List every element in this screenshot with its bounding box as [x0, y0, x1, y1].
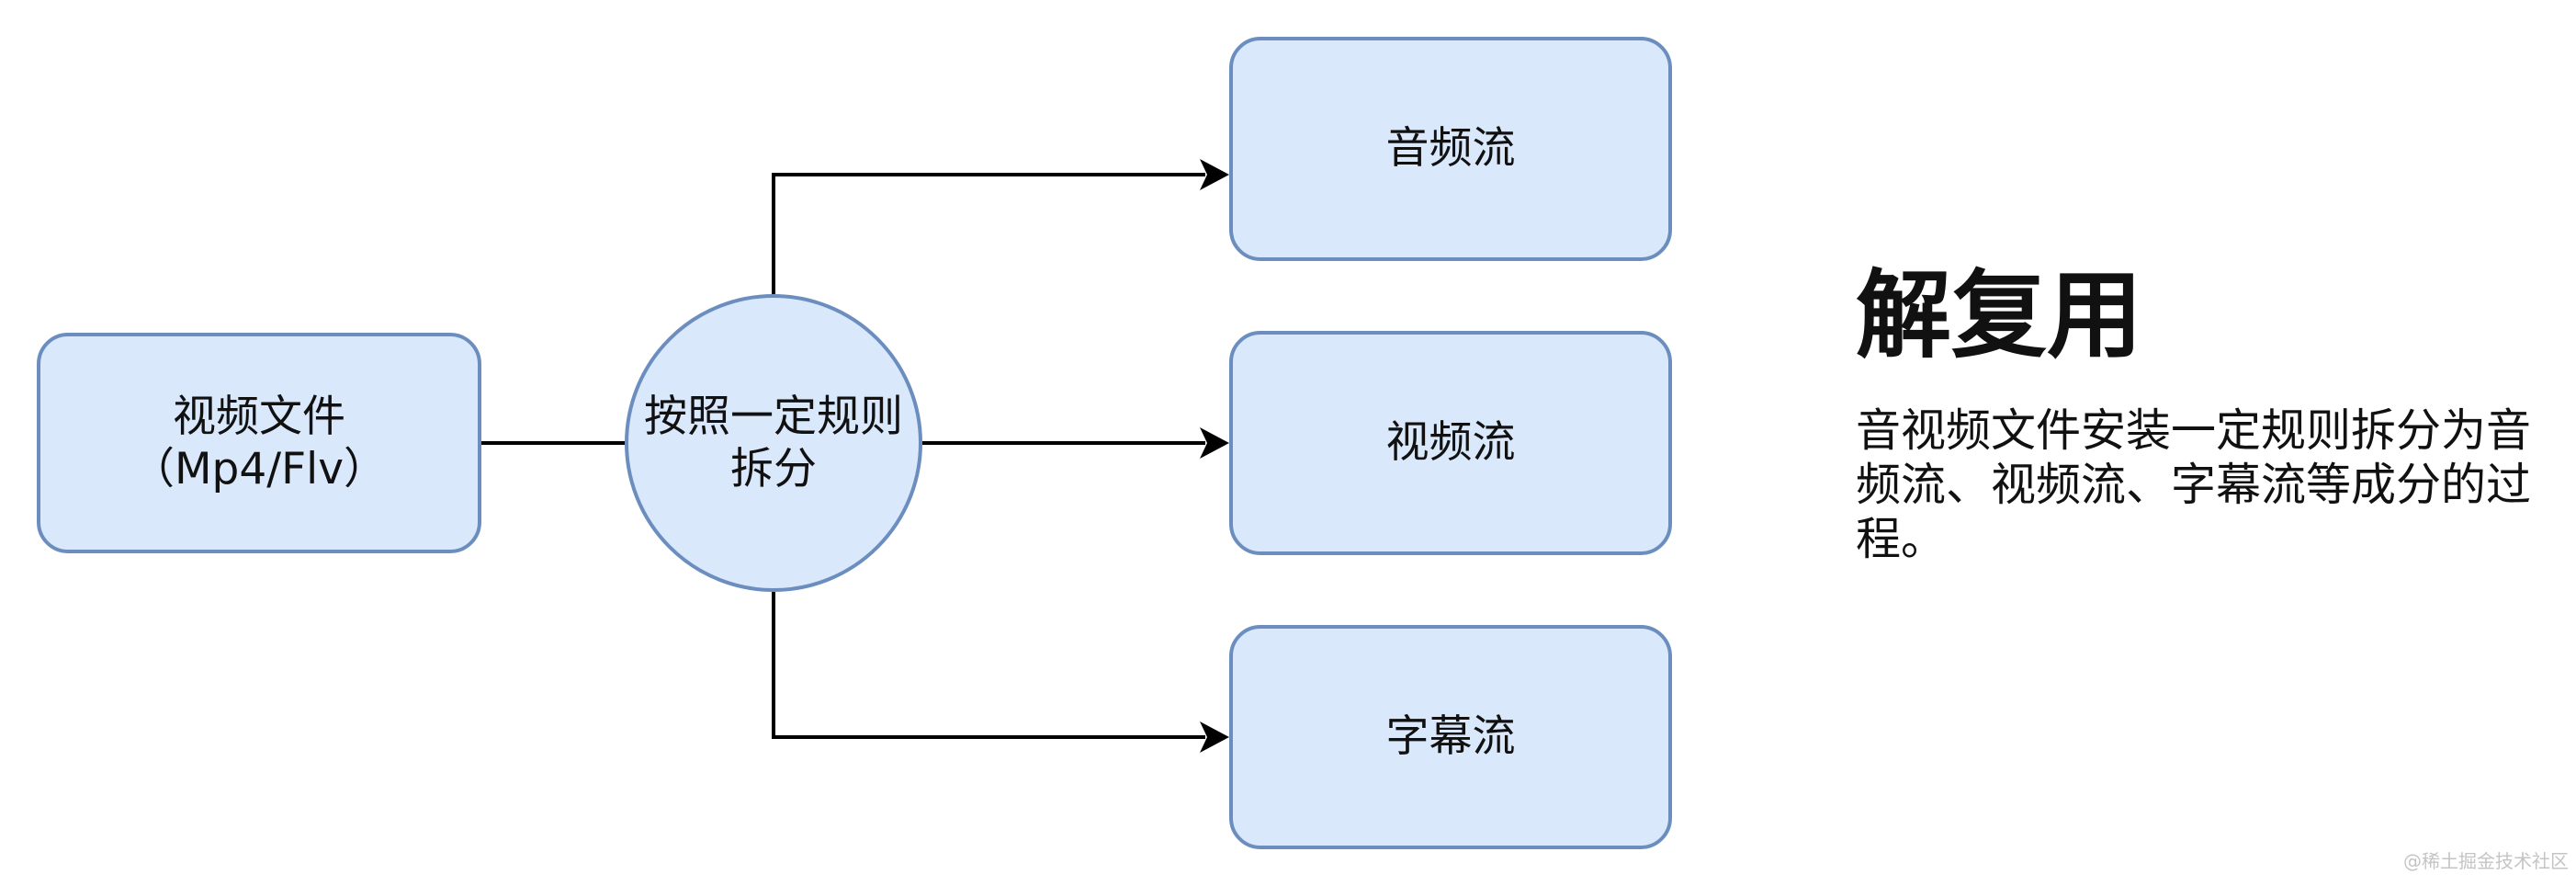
output-node-video-stream: 视频流: [1229, 331, 1672, 555]
split-node-label: 按照一定规则 拆分: [644, 391, 903, 494]
edge-split-to-subtitle: [772, 592, 1205, 739]
arrowhead-subtitle: [1200, 721, 1229, 753]
source-node-label: 视频文件 （Mp4/Flv）: [130, 391, 388, 494]
output-node-subtitle-stream: 字幕流: [1229, 625, 1672, 849]
audio-stream-label: 音频流: [1385, 123, 1516, 175]
explanation-title: 解复用: [1856, 259, 2143, 371]
source-node-video-file: 视频文件 （Mp4/Flv）: [37, 333, 481, 553]
video-stream-label: 视频流: [1385, 417, 1516, 469]
arrowhead-video: [1200, 427, 1229, 459]
output-node-audio-stream: 音频流: [1229, 37, 1672, 261]
split-node: 按照一定规则 拆分: [625, 294, 922, 592]
watermark: @稀土掘金技术社区: [2403, 850, 2569, 872]
explanation-description: 音视频文件安装一定规则拆分为音频流、视频流、字幕流等成分的过程。: [1856, 404, 2532, 565]
edge-split-to-audio: [772, 173, 1205, 294]
subtitle-stream-label: 字幕流: [1385, 711, 1516, 763]
arrowhead-audio: [1200, 159, 1229, 190]
